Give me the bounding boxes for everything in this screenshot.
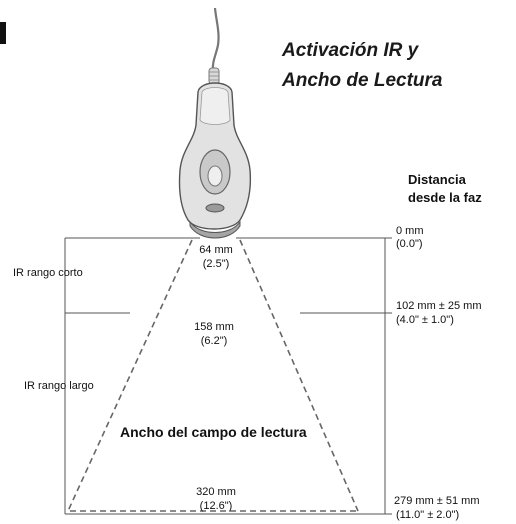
distance-0-imperial: (0.0") <box>396 238 423 250</box>
diagram-title-line2: Ancho de Lectura <box>282 70 443 91</box>
diagram-title-line1: Activación IR y <box>282 40 419 61</box>
scan-field-outline <box>67 239 359 512</box>
width-1-imperial: (6.2") <box>200 335 228 347</box>
distance-2-imperial: (11.0" ± 2.0") <box>396 509 460 521</box>
width-2-metric: 320 mm <box>196 486 236 498</box>
corner-mark <box>0 22 6 44</box>
range-short-label: IR rango corto <box>13 267 83 279</box>
range-long-label: IR rango largo <box>24 380 94 392</box>
scanner-icon <box>178 82 252 239</box>
width-0-metric: 64 mm <box>199 244 233 256</box>
width-0-imperial: (2.5") <box>202 258 230 270</box>
distance-2-metric: 279 mm ± 51 mm <box>394 495 480 507</box>
field-width-label: Ancho del campo de lectura <box>120 424 307 440</box>
distance-0-metric: 0 mm <box>396 225 424 237</box>
range-bracket <box>64 237 385 515</box>
distance-bracket <box>236 237 392 515</box>
distance-header-line1: Distancia <box>408 172 466 187</box>
distance-1-imperial: (4.0" ± 1.0") <box>396 314 454 326</box>
distance-1-metric: 102 mm ± 25 mm <box>396 300 482 312</box>
width-1-metric: 158 mm <box>194 321 234 333</box>
distance-header-line2: desde la faz <box>408 190 482 205</box>
scanner-cable <box>211 7 220 71</box>
width-2-imperial: (12.6") <box>199 500 233 512</box>
